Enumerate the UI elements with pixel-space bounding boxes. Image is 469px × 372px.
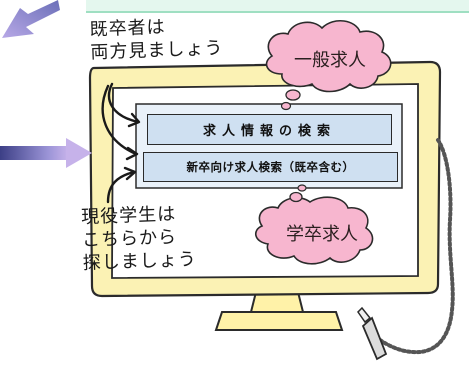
pointer-arrow-icon — [101, 84, 138, 156]
top-banner-strip — [86, 0, 469, 12]
annotation-line: 両方見ましょう — [90, 37, 224, 64]
cloud-student-label: 学卒求人 — [286, 224, 358, 245]
annotation-students: 現役学生は こちらから 探しましょう — [81, 202, 197, 275]
cloud-general-jobs — [265, 20, 392, 111]
annotation-line: 探しましょう — [82, 249, 198, 274]
cloud-student-jobs — [255, 184, 374, 265]
power-cable — [357, 138, 455, 361]
pointer-arrow-icon — [107, 82, 140, 124]
monitor-stand — [214, 291, 344, 331]
pointer-arrow-icon — [106, 170, 136, 204]
diagonal-arrow-icon — [2, 0, 60, 38]
job-info-search-button[interactable]: 求人情報の検索 — [147, 114, 392, 145]
cloud-general-label: 一般求人 — [294, 50, 366, 71]
right-arrow-icon — [0, 138, 92, 168]
new-graduate-search-button[interactable]: 新卒向け求人検索（既卒含む） — [143, 152, 398, 182]
annotation-graduates: 既卒者は 両方見ましょう — [89, 14, 224, 65]
